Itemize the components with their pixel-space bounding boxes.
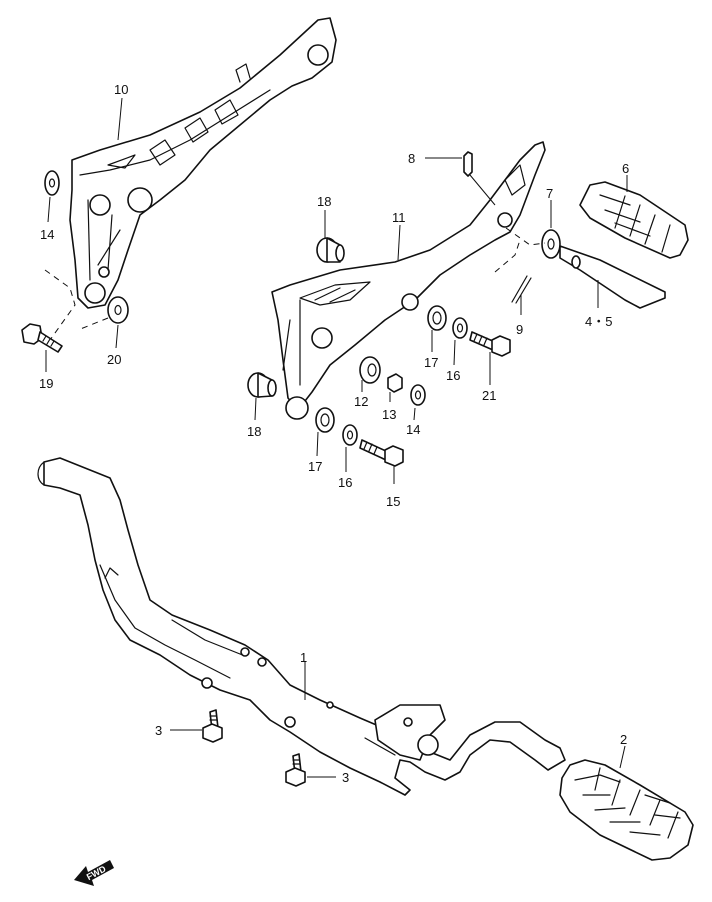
callout-2: 2 [620, 732, 627, 747]
callout-16-lower: 16 [338, 475, 352, 490]
part-17-collar-lower [315, 407, 335, 457]
part-21-bolt [469, 331, 511, 385]
callout-17-upper: 17 [424, 355, 438, 370]
part-4-5-footrest [559, 245, 666, 309]
callout-6: 6 [622, 161, 629, 176]
leader-10 [117, 97, 123, 141]
callout-3-upper: 3 [155, 723, 162, 738]
callout-13: 13 [382, 407, 396, 422]
callout-16-upper: 16 [446, 368, 460, 383]
part-7-washer [541, 200, 561, 259]
part-12-collar [359, 356, 381, 392]
part-14-washer-left [44, 170, 60, 223]
callout-18-lower: 18 [247, 424, 261, 439]
callout-15: 15 [386, 494, 400, 509]
callout-8: 8 [408, 151, 415, 166]
callout-12: 12 [354, 394, 368, 409]
callout-21: 21 [482, 388, 496, 403]
assembly-lines [44, 227, 546, 341]
part-18-bushing-lower [247, 372, 277, 421]
part-3-bolt-lower [285, 753, 336, 787]
part-18-bushing-upper [316, 210, 345, 263]
callout-7: 7 [546, 186, 553, 201]
callout-9: 9 [516, 322, 523, 337]
part-20-washer [107, 296, 129, 349]
part-8-pin [425, 151, 496, 206]
fwd-arrow-icon: FWD [74, 860, 114, 886]
callout-14-right: 14 [406, 422, 420, 437]
callout-11: 11 [392, 210, 406, 225]
part-15-bolt [359, 439, 404, 484]
callout-18-upper: 18 [317, 194, 331, 209]
part-6-footrest-rubber [579, 175, 689, 259]
callout-1: 1 [300, 650, 307, 665]
callout-17-lower: 17 [308, 459, 322, 474]
callout-10: 10 [114, 82, 128, 97]
part-2-footrest-rubber [559, 745, 694, 861]
part-3-bolt-upper [170, 709, 223, 743]
callout-20: 20 [107, 352, 121, 367]
part-11-bracket [271, 141, 546, 420]
leader-11 [397, 224, 401, 261]
callout-3-lower: 3 [342, 770, 349, 785]
part-14-washer-right [410, 384, 426, 421]
part-9-cotter-pin [511, 275, 532, 315]
part-10-bracket [69, 17, 337, 309]
part-1-footrest-bar [37, 457, 566, 796]
part-19-bolt [21, 323, 63, 372]
part-16-washer-lower [342, 424, 358, 472]
part-17-collar-upper [427, 305, 447, 352]
part-16-washer-upper [452, 317, 468, 366]
callout-14-left: 14 [40, 227, 54, 242]
part-13-spacer [387, 373, 403, 402]
callout-19: 19 [39, 376, 53, 391]
callout-4-5: 4・5 [585, 314, 612, 329]
